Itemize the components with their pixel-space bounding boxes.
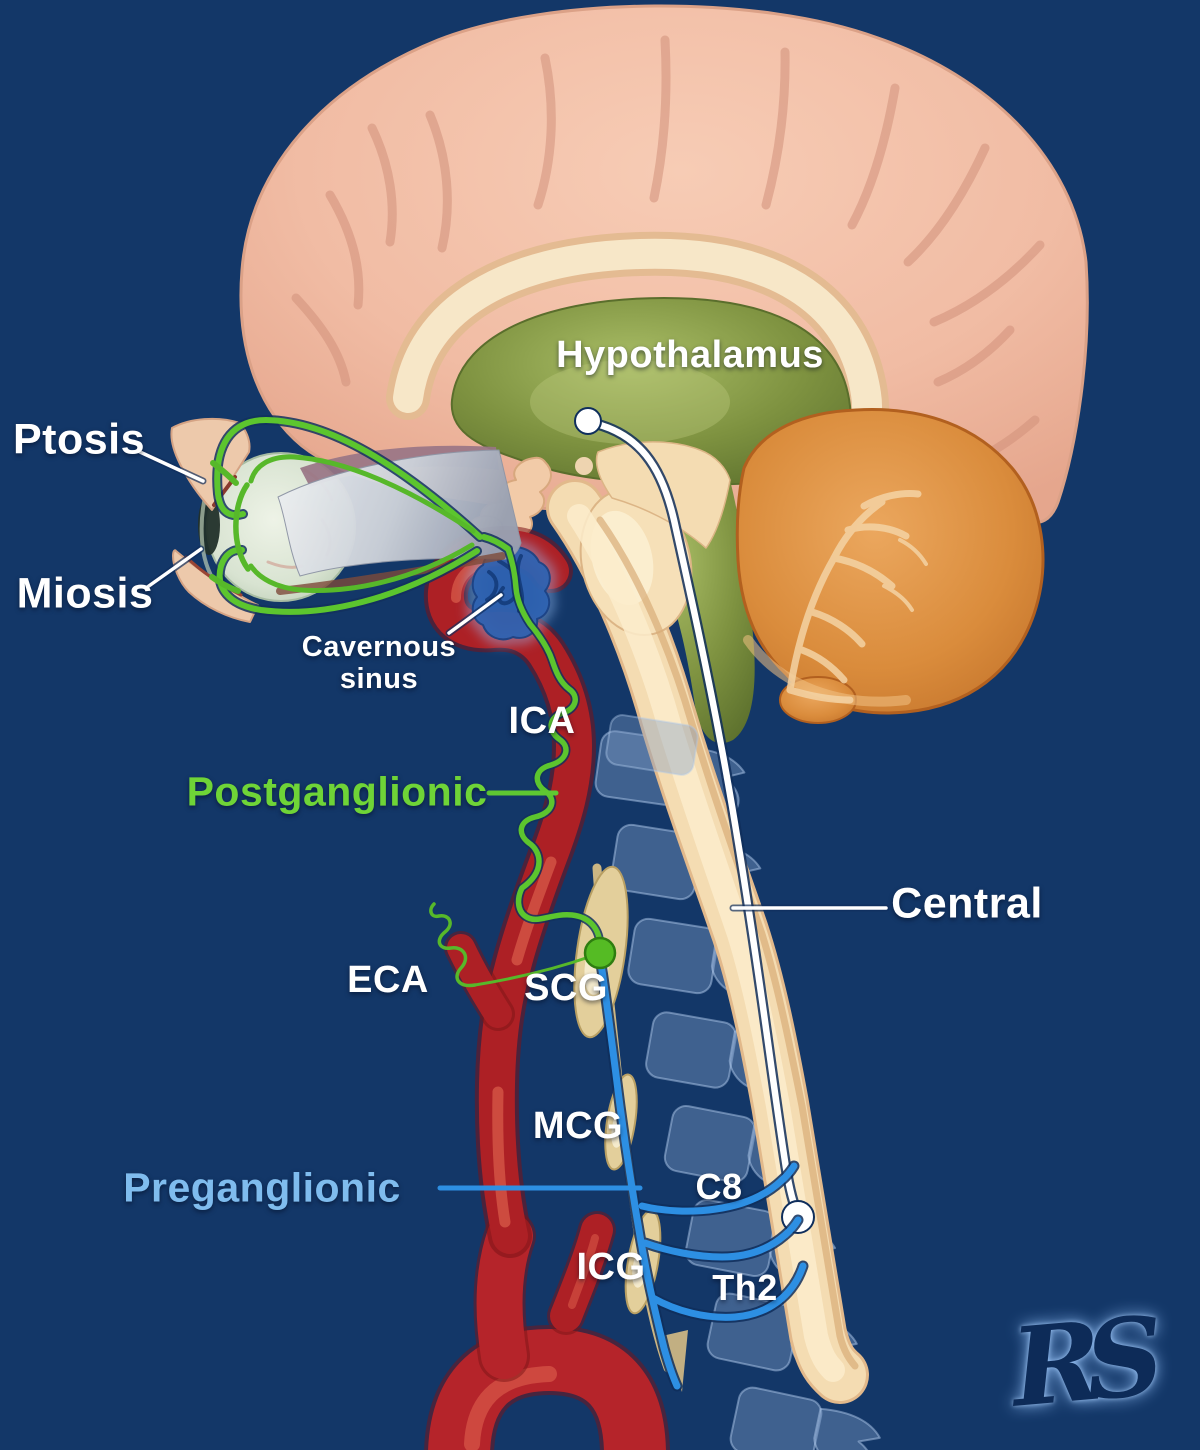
cerebellum-under-rim: [743, 635, 911, 707]
aortic-arch: [428, 1329, 666, 1450]
label-eca: ECA: [347, 959, 429, 1002]
eca-plexus-thread: [473, 954, 594, 987]
cavernous-sinus: [467, 541, 555, 645]
postganglionic-ica-plexus: [505, 546, 603, 950]
watermark-logo: RS: [1006, 1294, 1153, 1432]
postganglionic-lower-inner: [248, 542, 475, 593]
label-central: Central: [891, 879, 1043, 928]
label-ica: ICA: [508, 700, 576, 743]
leader-lines: [136, 448, 890, 912]
carotid-arteries-aorta: [423, 525, 670, 1450]
cavernous-sinus-body: [471, 545, 551, 641]
postganglionic-upper-loop: [214, 417, 483, 540]
label-postganglionic: Postganglionic: [186, 768, 488, 815]
cord-highlight: [567, 504, 845, 1382]
label-cavernous-sinus: Cavernous sinus: [301, 631, 457, 695]
cerebellum-body: [735, 408, 1045, 715]
preganglionic-pathway: [437, 958, 809, 1392]
postganglionic-lower-loop: [216, 546, 480, 615]
label-th2: Th2: [712, 1267, 778, 1309]
ptosis-leader-line: [138, 450, 205, 483]
t1-root: [641, 1216, 802, 1261]
label-preganglionic: Preganglionic: [123, 1164, 401, 1211]
sulci: [291, 35, 1045, 471]
eca-plexus-squiggle: [429, 902, 477, 988]
cerebellum: [735, 408, 1045, 724]
mammillary-body: [575, 457, 593, 475]
label-hypothalamus: Hypothalamus: [556, 334, 824, 377]
internal-carotid-artery: [427, 529, 592, 1254]
label-icg: ICG: [576, 1246, 646, 1289]
central-fiber: [584, 418, 802, 1218]
label-mcg: MCG: [532, 1105, 624, 1148]
postganglionic-upper-inner: [248, 454, 476, 534]
corpus-callosum: [393, 238, 882, 459]
label-miosis: Miosis: [16, 569, 154, 618]
arbor-vitae: [786, 490, 928, 704]
cord-edge-shade: [596, 516, 859, 1370]
th2-root: [649, 1262, 807, 1321]
label-scg: SCG: [524, 967, 608, 1010]
brainstem-spinal-cord: [546, 441, 869, 1404]
second-order-synapse-scg: [583, 936, 617, 970]
vertebra-overlay-c1: [605, 714, 699, 776]
c8-root: [638, 1162, 798, 1215]
limbus-ring: [233, 482, 251, 572]
preganglionic-chain-fiber: [597, 960, 681, 1390]
label-c8: C8: [695, 1166, 743, 1208]
cavernous-sinus-leader-line: [447, 593, 503, 635]
miosis-leader-line: [144, 547, 203, 590]
first-order-neuron-origin: [574, 407, 602, 435]
postganglionic-pathway: [209, 415, 617, 988]
label-ptosis: Ptosis: [12, 415, 146, 464]
